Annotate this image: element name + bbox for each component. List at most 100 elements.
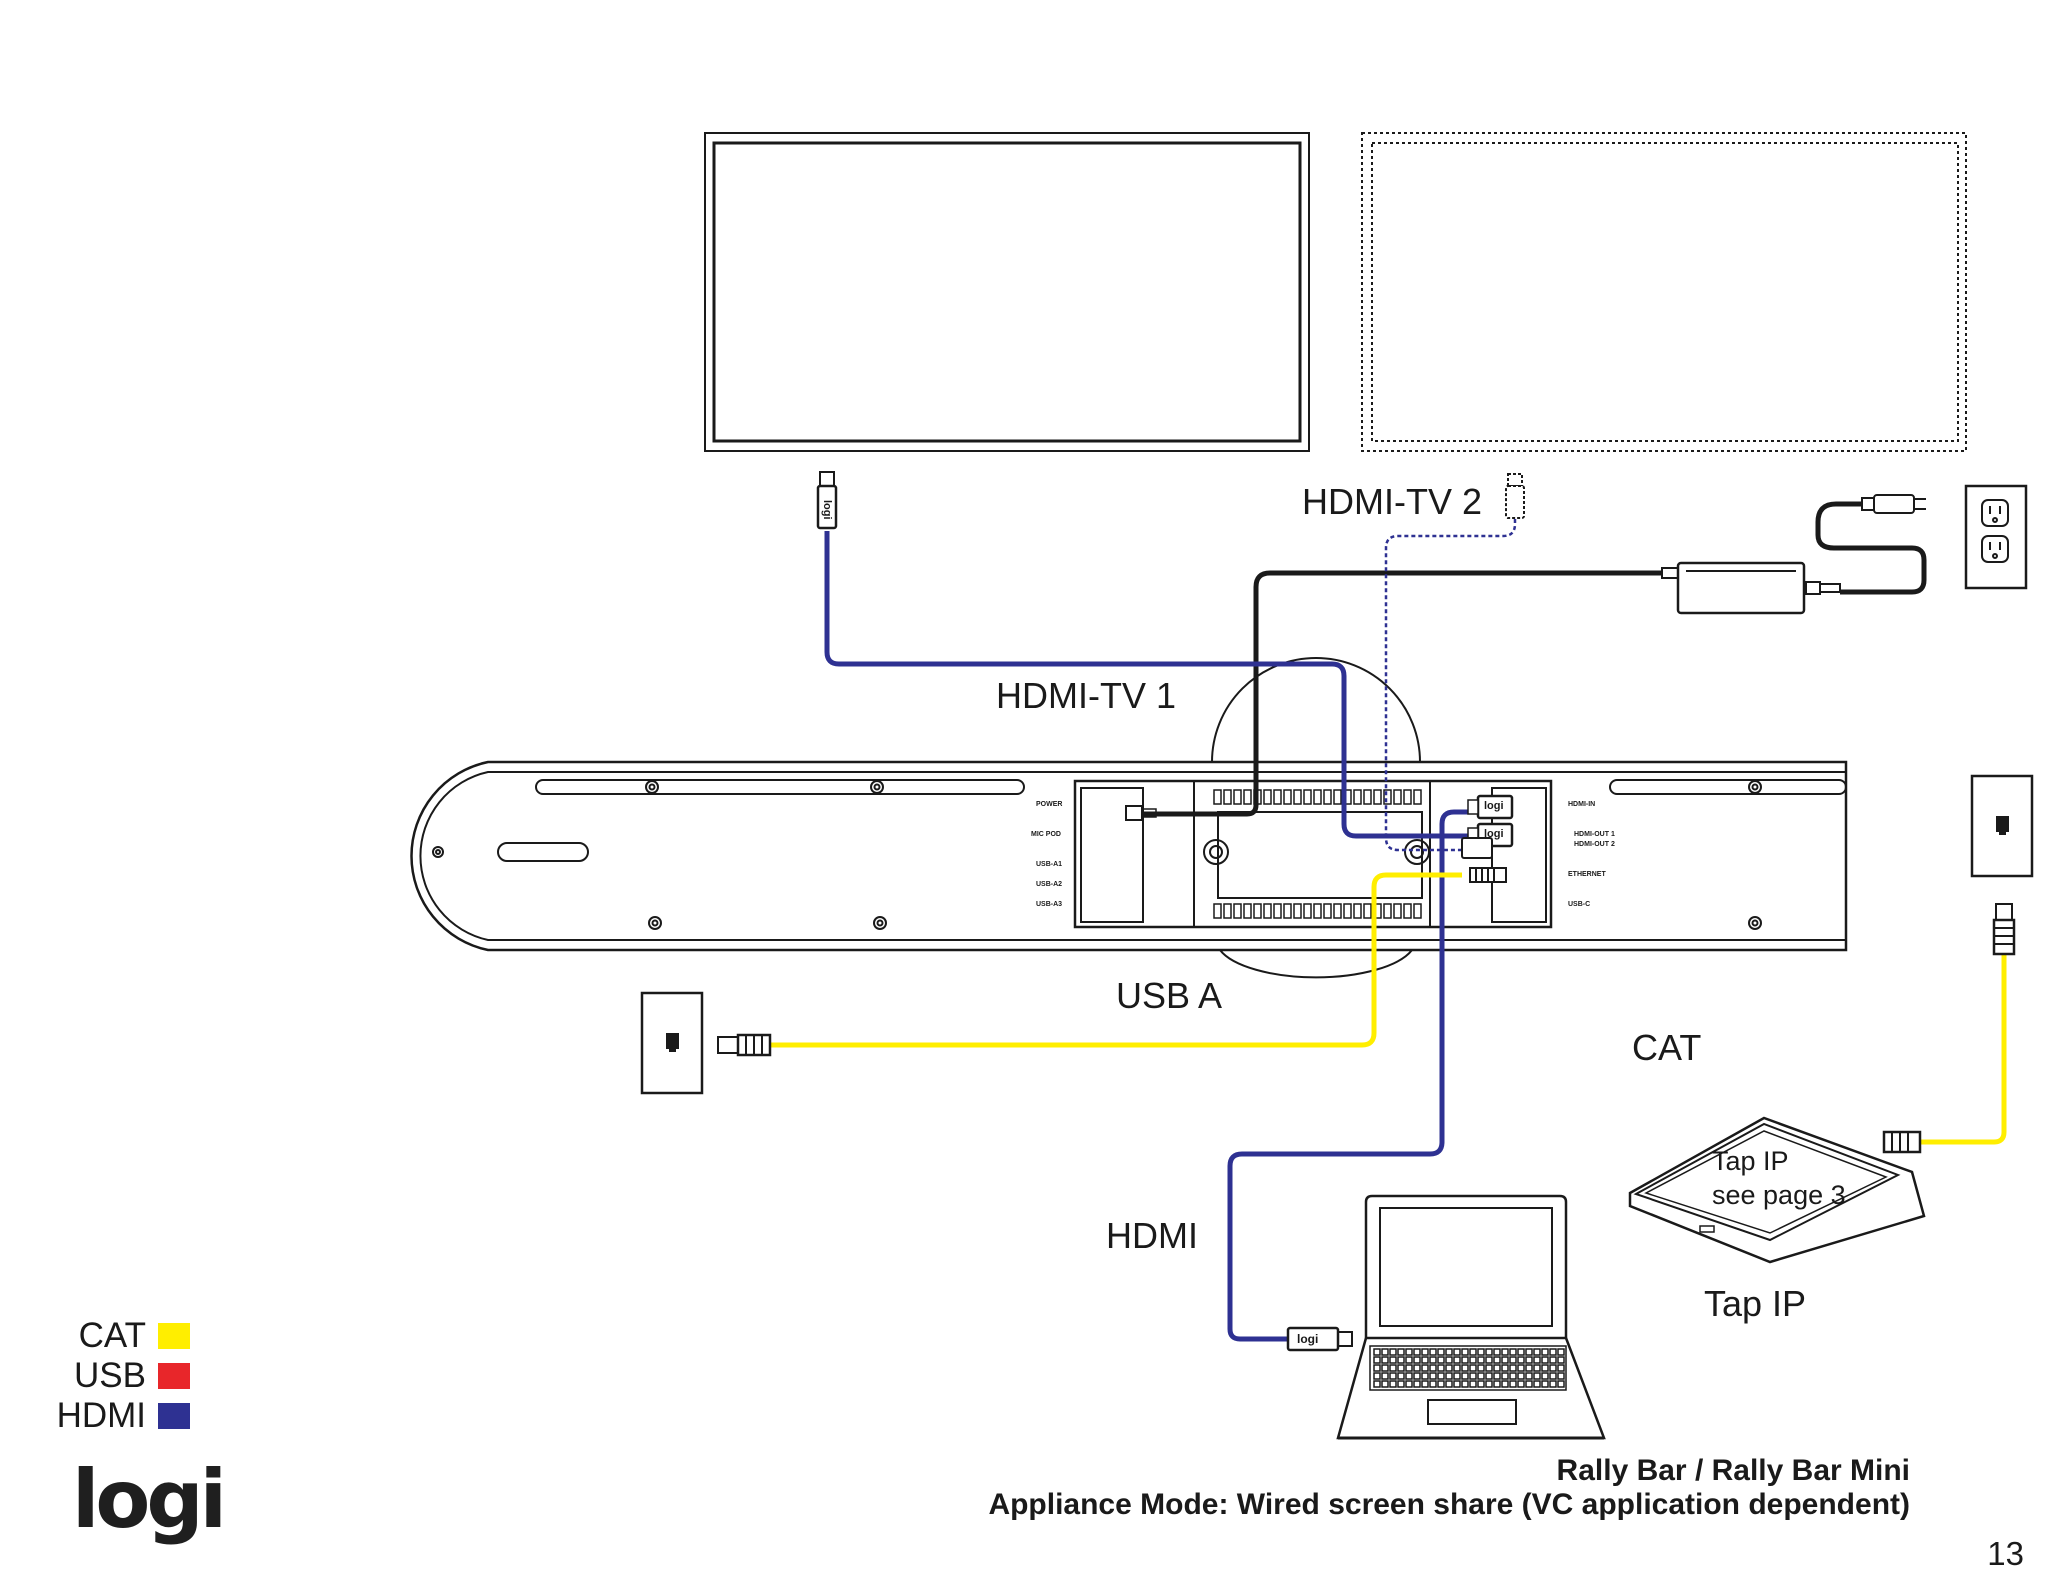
laptop-key	[1437, 1380, 1445, 1388]
laptop-key	[1445, 1372, 1453, 1380]
laptop-key	[1421, 1380, 1429, 1388]
laptop-key	[1477, 1372, 1485, 1380]
laptop-key	[1469, 1380, 1477, 1388]
power-cord-bar	[1142, 570, 1662, 817]
vent-slot	[1233, 789, 1242, 805]
laptop-key	[1493, 1380, 1501, 1388]
laptop-key	[1445, 1356, 1453, 1364]
laptop-key	[1485, 1372, 1493, 1380]
laptop-key	[1525, 1372, 1533, 1380]
laptop-key	[1525, 1348, 1533, 1356]
laptop-key	[1429, 1372, 1437, 1380]
laptop-key	[1397, 1348, 1405, 1356]
legend-swatch-usb	[158, 1363, 190, 1389]
port-label-usb-a3: USB-A3	[1036, 901, 1063, 908]
vent-slot	[1273, 903, 1282, 919]
vent-slot	[1233, 903, 1242, 919]
laptop-key	[1509, 1348, 1517, 1356]
ethernet-plug-left-jack	[717, 1033, 772, 1057]
laptop-key	[1405, 1356, 1413, 1364]
laptop-key	[1389, 1348, 1397, 1356]
vent-slot	[1383, 789, 1392, 805]
laptop-key	[1533, 1364, 1541, 1372]
laptop-key	[1517, 1356, 1525, 1364]
laptop-key	[1549, 1348, 1557, 1356]
vent-slot	[1303, 903, 1312, 919]
laptop-key	[1509, 1364, 1517, 1372]
laptop-key	[1389, 1380, 1397, 1388]
vent-slot	[1313, 903, 1322, 919]
power-plug-bar	[1125, 805, 1157, 821]
laptop-key	[1397, 1372, 1405, 1380]
cable-hdmi-laptop	[1227, 809, 1492, 1342]
vent-slot	[1323, 903, 1332, 919]
vent-slot	[1413, 903, 1422, 919]
laptop-key	[1437, 1356, 1445, 1364]
power-cord-outlet	[1815, 501, 1927, 595]
vent-row-bottom	[1213, 903, 1422, 919]
laptop-key	[1453, 1348, 1461, 1356]
hdmi-plug-laptop	[1286, 1326, 1353, 1352]
power-adapter-icon	[1661, 494, 1926, 615]
footer-title-line1: Rally Bar / Rally Bar Mini	[1556, 1454, 1910, 1487]
rally-bar	[410, 657, 1848, 979]
laptop-key	[1533, 1372, 1541, 1380]
laptop-key	[1501, 1364, 1509, 1372]
laptop-key	[1453, 1380, 1461, 1388]
laptop-key	[1445, 1364, 1453, 1372]
vent-slot	[1243, 903, 1252, 919]
vent-slot	[1333, 789, 1342, 805]
laptop-key	[1421, 1356, 1429, 1364]
laptop-key	[1541, 1364, 1549, 1372]
vent-slot	[1373, 789, 1382, 805]
laptop-key	[1389, 1372, 1397, 1380]
port-label-usb-a2: USB-A2	[1036, 881, 1063, 888]
plug-logo-bar-1: logi	[1484, 800, 1504, 812]
laptop-key	[1421, 1364, 1429, 1372]
ethernet-plug-bar	[1469, 867, 1507, 883]
legend-label-hdmi: HDMI	[56, 1396, 146, 1435]
laptop-key	[1461, 1356, 1469, 1364]
vent-slot	[1223, 789, 1232, 805]
laptop-key	[1517, 1348, 1525, 1356]
hdmi-plugs-bar	[1461, 794, 1514, 859]
laptop-key	[1557, 1356, 1565, 1364]
network-wall-jack-left	[640, 991, 704, 1095]
port-label-hdmi-out-2: HDMI-OUT 2	[1574, 841, 1615, 848]
laptop-key	[1461, 1364, 1469, 1372]
vent-slot	[1283, 789, 1292, 805]
legend-cat: CAT	[30, 1316, 190, 1356]
laptop-key	[1413, 1356, 1421, 1364]
port-label-hdmi-in: HDMI-IN	[1568, 801, 1596, 808]
laptop-key	[1373, 1372, 1381, 1380]
laptop-key	[1501, 1372, 1509, 1380]
vent-slot	[1403, 789, 1412, 805]
laptop-key	[1541, 1356, 1549, 1364]
laptop-key	[1453, 1356, 1461, 1364]
vent-slot	[1253, 789, 1262, 805]
laptop-key	[1517, 1372, 1525, 1380]
vent-row-top	[1213, 789, 1422, 805]
laptop-key	[1445, 1380, 1453, 1388]
laptop-key	[1453, 1364, 1461, 1372]
laptop-key	[1509, 1372, 1517, 1380]
laptop-key	[1533, 1348, 1541, 1356]
vent-slot	[1213, 789, 1222, 805]
vent-slot	[1363, 789, 1372, 805]
laptop-key	[1517, 1380, 1525, 1388]
laptop-key	[1469, 1348, 1477, 1356]
logi-logo: logi	[72, 1453, 227, 1546]
cable-cat-tap	[1920, 955, 2007, 1145]
label-tap-ip: Tap IP	[1704, 1283, 1807, 1324]
port-label-mic-pod: MIC POD	[1031, 831, 1061, 838]
laptop-key	[1501, 1356, 1509, 1364]
port-label-power: POWER	[1036, 801, 1063, 808]
laptop-key	[1373, 1348, 1381, 1356]
plug-logo-bar-2: logi	[1484, 828, 1504, 840]
laptop-key	[1469, 1356, 1477, 1364]
vent-slot	[1353, 789, 1362, 805]
display-tv1	[704, 132, 1310, 452]
laptop-key	[1413, 1348, 1421, 1356]
legend-swatch-hdmi	[158, 1403, 190, 1429]
laptop-key	[1461, 1380, 1469, 1388]
